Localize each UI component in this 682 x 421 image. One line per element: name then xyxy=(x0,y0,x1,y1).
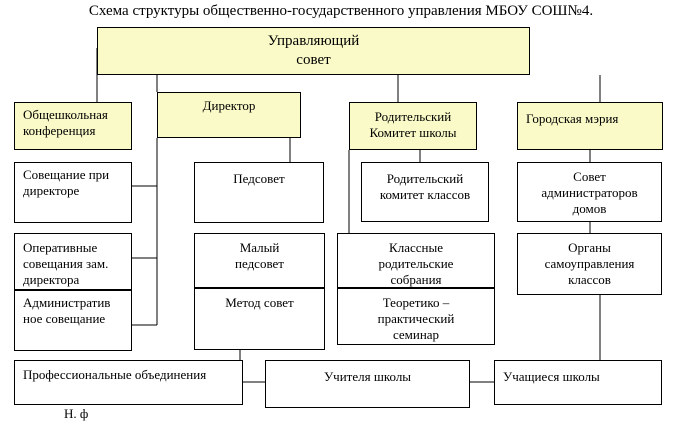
parent-classes-label-line2: комитет классов xyxy=(379,187,471,202)
city-hall-box: Городская мэрия xyxy=(517,102,663,150)
small-pedsovet-box: Малый педсовет xyxy=(194,233,325,288)
parent-committee-box: Родительский Комитет школы xyxy=(349,102,477,150)
director-label: Директор xyxy=(202,98,256,113)
council-label-line2: совет xyxy=(296,52,331,68)
admin-meeting-label-line1: Административ xyxy=(23,295,111,310)
meeting-director-label-line2: директоре xyxy=(23,183,80,198)
method-council-box: Метод совет xyxy=(194,288,325,350)
students-box: Учащиеся школы xyxy=(494,360,662,405)
city-hall-label: Городская мэрия xyxy=(526,111,619,126)
method-council-label: Метод совет xyxy=(225,295,294,310)
meeting-director-label-line1: Совещание при xyxy=(23,167,110,182)
conference-box: Общешкольная конференция xyxy=(14,102,132,150)
pedsovet-box: Педсовет xyxy=(194,162,324,223)
class-parent-meetings-box: Классные родительские собрания xyxy=(337,233,495,288)
admin-council-houses-box: Совет администраторов домов xyxy=(517,162,662,222)
theory-seminar-label-line1: Теоретико – xyxy=(382,295,450,310)
operational-label-line2: совещания зам. xyxy=(23,256,109,271)
council-box: Управляющий совет xyxy=(97,27,530,75)
conference-label-line1: Общешкольная xyxy=(23,107,108,122)
operational-label-line3: директора xyxy=(23,272,80,287)
theory-seminar-label-line2: практический xyxy=(377,311,455,326)
admin-council-label-line3: домов xyxy=(572,201,607,216)
small-pedsovet-label-line2: педсовет xyxy=(235,256,284,271)
self-gov-label-line1: Органы xyxy=(568,240,611,255)
director-box: Директор xyxy=(157,92,301,138)
students-label: Учащиеся школы xyxy=(503,369,600,384)
footer-caption: Н. ф xyxy=(64,407,89,421)
admin-council-label-line2: администраторов xyxy=(541,185,638,200)
admin-council-label-line1: Совет xyxy=(573,169,606,184)
admin-meeting-label-line2: ное совещание xyxy=(23,311,106,326)
self-gov-label-line3: классов xyxy=(568,272,611,287)
teachers-box: Учителя школы xyxy=(265,360,470,408)
admin-meeting-box: Административ ное совещание xyxy=(14,290,132,351)
council-label-line1: Управляющий xyxy=(267,33,360,49)
operational-meetings-box: Оперативные совещания зам. директора xyxy=(14,233,132,290)
prof-associations-label: Профессиональные объединения xyxy=(23,367,207,382)
parent-committee-label-line2: Комитет школы xyxy=(369,125,457,140)
teachers-label: Учителя школы xyxy=(323,369,412,384)
class-parent-label-line2: родительские xyxy=(378,256,454,271)
theory-seminar-box: Теоретико – практический семинар xyxy=(337,288,495,345)
parent-committee-label-line1: Родительский xyxy=(374,109,452,124)
theory-seminar-label-line3: семинар xyxy=(392,327,440,342)
operational-label-line1: Оперативные xyxy=(23,240,98,255)
class-parent-label-line3: собрания xyxy=(390,272,442,287)
parent-committee-classes-box: Родительский комитет классов xyxy=(361,162,489,222)
small-pedsovet-label-line1: Малый xyxy=(239,240,280,255)
diagram-title: Схема структуры общественно-государствен… xyxy=(88,3,594,19)
pedsovet-label: Педсовет xyxy=(233,171,285,186)
conference-label-line2: конференция xyxy=(23,123,96,138)
self-gov-label-line2: самоуправления xyxy=(544,256,635,271)
class-parent-label-line1: Классные xyxy=(389,240,443,255)
parent-classes-label-line1: Родительский xyxy=(386,171,464,186)
prof-associations-box: Профессиональные объединения xyxy=(14,360,243,405)
meeting-director-box: Совещание при директоре xyxy=(14,162,132,223)
self-government-box: Органы самоуправления классов xyxy=(517,233,662,295)
